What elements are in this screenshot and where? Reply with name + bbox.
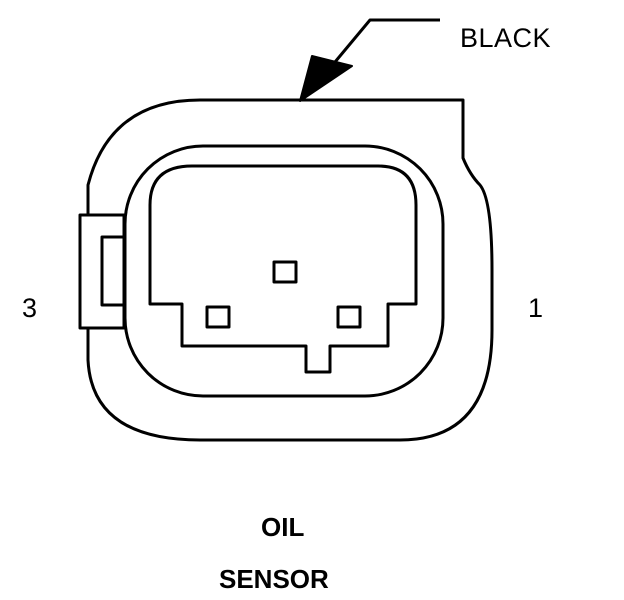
title-line-2: SENSOR xyxy=(219,564,329,594)
terminal-insert xyxy=(148,164,418,374)
title-line-1: OIL xyxy=(261,512,305,542)
callout-leader-line xyxy=(328,18,440,69)
latch-tab xyxy=(88,213,126,330)
terminal-2 xyxy=(272,260,298,284)
connector-cavity xyxy=(123,144,445,398)
connector-housing-outline xyxy=(78,98,494,442)
callout-arrowhead xyxy=(299,55,353,102)
latch-tab-inner xyxy=(100,235,126,307)
callout-label-black: BLACK xyxy=(460,23,552,53)
pin-label-right: 1 xyxy=(528,293,544,323)
pin-label-left: 3 xyxy=(22,293,38,323)
terminal-3 xyxy=(205,305,231,329)
terminal-1 xyxy=(336,305,362,329)
